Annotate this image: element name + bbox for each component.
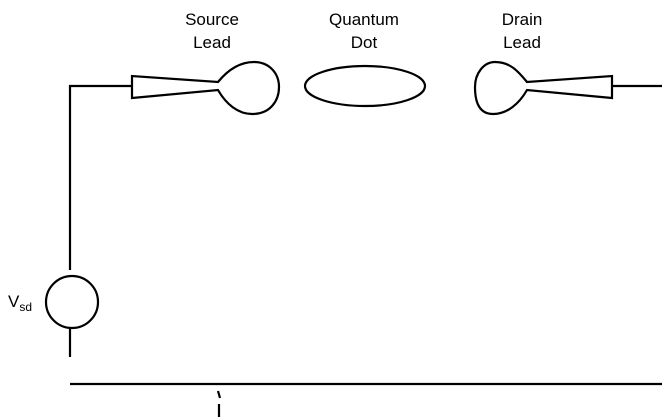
- voltage-source-label: Vsd: [8, 292, 32, 314]
- quantum-dot-label-line2: Dot: [351, 33, 378, 52]
- quantum-dot-label-line1: Quantum: [329, 10, 399, 29]
- source-lead-label-line1: Source: [185, 10, 239, 29]
- quantum-dot-ellipse: [303, 64, 427, 108]
- voltage-source-label-subscript: sd: [19, 300, 32, 314]
- drain-lead-label-line2: Lead: [503, 33, 541, 52]
- voltage-source-label-main: V: [8, 292, 20, 311]
- bottom-tick-mark: [216, 390, 222, 417]
- source-lead-shape: [130, 60, 281, 116]
- voltage-source-circle: [44, 274, 100, 330]
- drain-lead-label-line1: Drain: [502, 10, 543, 29]
- drain-lead-shape: [473, 60, 614, 116]
- source-lead-label-line2: Lead: [193, 33, 231, 52]
- source-wire: [68, 84, 132, 270]
